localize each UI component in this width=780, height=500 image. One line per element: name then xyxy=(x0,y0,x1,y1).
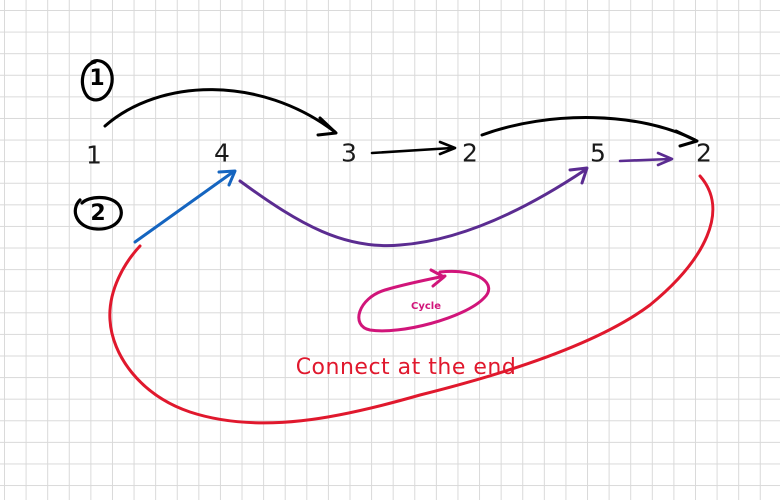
arrow-4-to-5 xyxy=(238,168,587,248)
arrow-5-to-2 xyxy=(618,157,672,163)
arrowhead-start-to-4 xyxy=(217,169,237,187)
arrowhead-2-to-2 xyxy=(674,129,699,148)
arrowhead-4-to-5 xyxy=(568,166,589,185)
node-2-last: 2 xyxy=(696,138,712,168)
arrowhead-1-to-3 xyxy=(316,116,338,137)
marker-circle-2 xyxy=(73,195,123,231)
arrow-2-to-2 xyxy=(480,116,697,142)
node-5: 5 xyxy=(590,138,606,168)
connect-curve xyxy=(108,174,715,425)
cycle-arrowhead xyxy=(429,268,446,288)
marker-circle-1 xyxy=(80,59,114,102)
cycle-loop xyxy=(357,269,491,333)
arrow-3-to-2 xyxy=(370,146,454,155)
connect-at-end-label: Connect at the end xyxy=(295,355,517,380)
marker-2-label: 2 xyxy=(90,201,106,226)
cycle-label: Cycle xyxy=(411,301,441,312)
arrowhead-3-to-2 xyxy=(438,140,457,156)
marker-1-label: 1 xyxy=(89,66,105,91)
arrowhead-5-to-2 xyxy=(656,151,674,167)
node-1: 1 xyxy=(86,140,102,170)
node-3: 3 xyxy=(341,138,357,168)
node-4: 4 xyxy=(214,138,230,168)
node-2-first: 2 xyxy=(462,138,478,168)
arrow-start-to-4 xyxy=(133,170,235,244)
arrow-1-to-3 xyxy=(103,88,337,134)
